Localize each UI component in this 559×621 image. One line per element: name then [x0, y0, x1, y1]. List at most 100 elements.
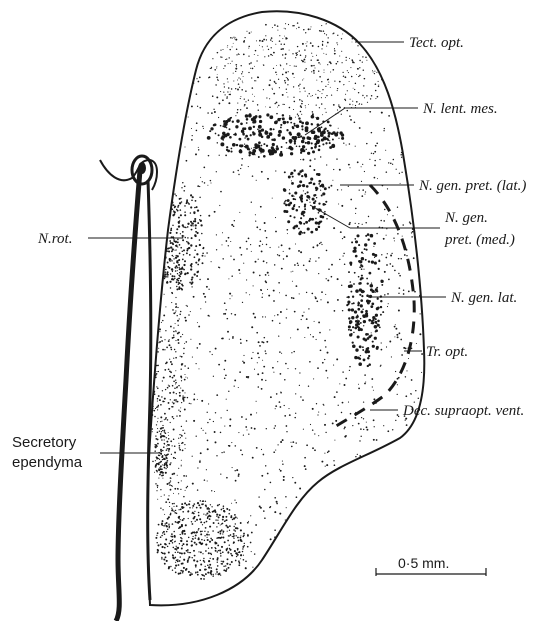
cell-dot [244, 105, 245, 106]
cell-dot [183, 249, 185, 251]
cell-dot [180, 437, 181, 438]
cell-dot [164, 278, 166, 280]
cell-dot [285, 363, 287, 365]
cell-dot [289, 248, 291, 250]
cell-dot [295, 393, 296, 394]
cell-dot [306, 292, 307, 293]
cell-dot [304, 70, 306, 72]
cell-dot [282, 136, 285, 139]
cell-dot [405, 419, 406, 420]
cell-dot [311, 65, 312, 66]
cell-dot [335, 53, 336, 54]
cell-dot [178, 385, 180, 387]
cell-dot [164, 349, 165, 350]
cell-dot [390, 163, 392, 165]
cell-dot [222, 519, 224, 521]
cell-dot [332, 33, 333, 34]
cell-dot [222, 533, 223, 534]
cell-dot [162, 349, 164, 351]
cell-dot [292, 127, 294, 129]
cell-dot [194, 393, 195, 394]
cell-dot [233, 538, 234, 539]
cell-dot [374, 73, 375, 74]
cell-dot [208, 403, 209, 404]
cell-dot [294, 225, 296, 227]
cell-dot [183, 254, 185, 256]
cell-dot [286, 38, 287, 39]
cell-dot [204, 522, 206, 524]
cell-dot [180, 209, 182, 211]
cell-dot [157, 428, 158, 429]
cell-dot [334, 396, 336, 398]
cell-dot [200, 533, 202, 535]
cell-dot [293, 198, 295, 200]
cell-dot [175, 323, 176, 324]
cell-dot [345, 76, 347, 78]
cell-dot [181, 465, 182, 466]
cell-dot [184, 374, 185, 375]
cell-dot [311, 231, 314, 234]
cell-dot [180, 376, 182, 378]
cell-dot [161, 552, 163, 554]
cell-dot [337, 61, 338, 62]
cell-dot [275, 103, 276, 104]
cell-dot [318, 226, 321, 229]
cell-dot [310, 29, 311, 30]
cell-dot [273, 128, 275, 130]
cell-dot [327, 139, 329, 141]
cell-dot [336, 358, 338, 360]
cell-dot [266, 97, 267, 98]
cell-dot [235, 530, 237, 532]
cell-dot [201, 542, 203, 544]
cell-dot [316, 105, 317, 106]
cell-dot [175, 382, 177, 384]
cell-dot [284, 104, 285, 105]
cell-dot [170, 514, 172, 516]
cell-dot [286, 425, 288, 427]
cell-dot [270, 396, 272, 398]
cell-dot [163, 525, 165, 527]
cell-dot [167, 448, 168, 449]
cell-dot [375, 98, 376, 99]
cell-dot [298, 250, 300, 252]
cell-dot [317, 367, 319, 369]
cell-dot [327, 42, 329, 44]
cell-dot [184, 146, 185, 147]
cell-dot [172, 406, 174, 408]
cell-dot [222, 125, 224, 127]
cell-dot [200, 531, 202, 533]
cell-dot [192, 456, 193, 457]
cell-dot [164, 563, 166, 565]
cell-dot [156, 371, 157, 372]
cell-dot [258, 109, 259, 110]
cell-dot [387, 293, 389, 295]
cell-dot [277, 361, 278, 362]
cell-dot [326, 46, 327, 47]
cell-dot [215, 133, 217, 135]
cell-dot [306, 199, 308, 201]
cell-dot [175, 552, 176, 553]
cell-dot [282, 117, 285, 120]
cell-dot [315, 260, 316, 261]
cell-dot [195, 224, 197, 226]
cell-dot [267, 46, 268, 47]
cell-dot [192, 512, 194, 514]
cell-dot [297, 172, 300, 175]
cell-dot [359, 358, 361, 360]
cell-dot [300, 251, 302, 253]
cell-dot [167, 467, 168, 468]
cell-dot [293, 123, 295, 125]
cell-dot [349, 320, 353, 324]
cell-dot [237, 109, 238, 110]
cell-dot [192, 505, 194, 507]
cell-dot [171, 250, 173, 252]
cell-dot [238, 387, 239, 388]
cell-dot [209, 526, 211, 528]
cell-dot [275, 170, 276, 171]
cell-dot [173, 335, 174, 336]
cell-dot [197, 270, 199, 272]
cell-dot [362, 224, 363, 225]
cell-dot [182, 545, 183, 546]
cell-dot [361, 265, 363, 267]
cell-dot [175, 310, 176, 311]
